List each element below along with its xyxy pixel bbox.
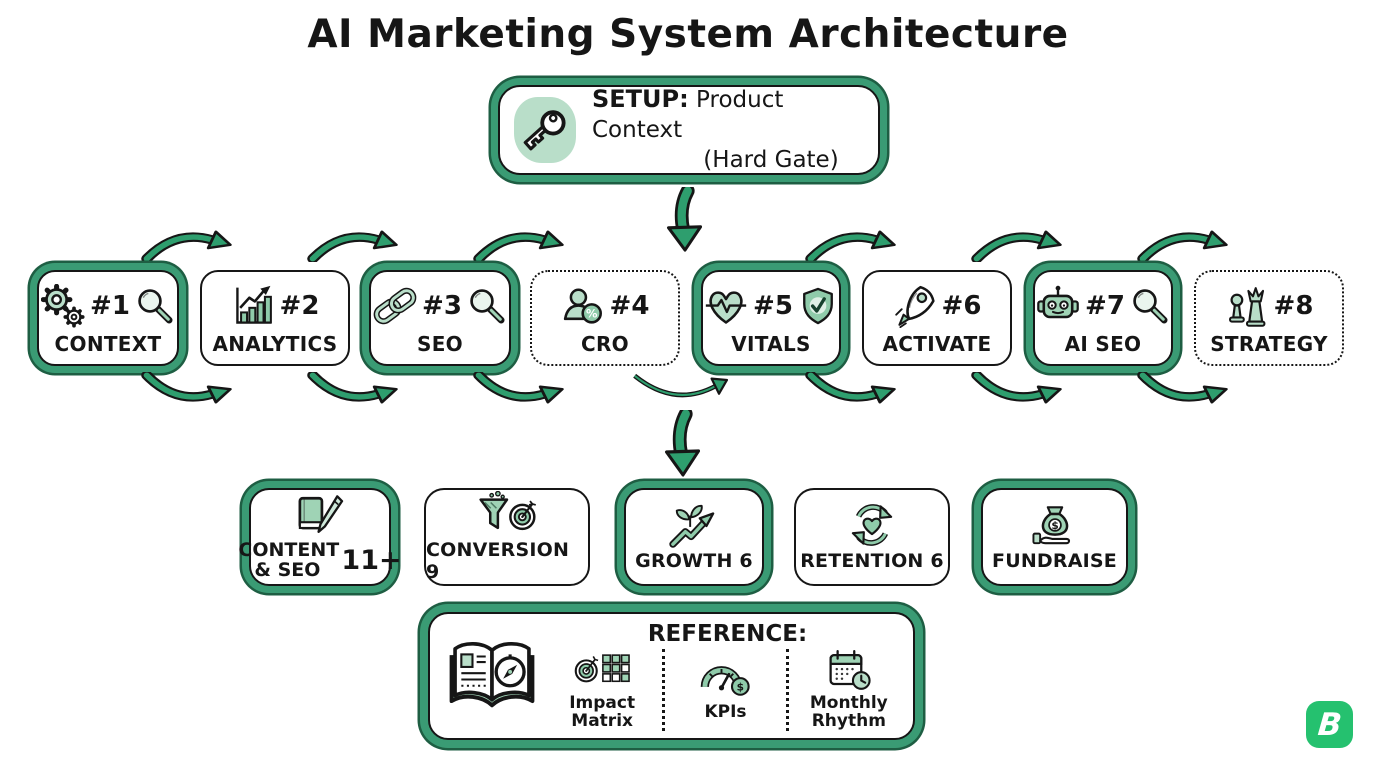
stage-label: CRO (581, 331, 629, 356)
arc-arrow-top-6 (1137, 226, 1233, 262)
page-title: AI Marketing System Architecture (307, 12, 1069, 57)
thin-arc-arrow-center (630, 372, 732, 406)
chain-link-icon (373, 284, 417, 328)
heart-pulse-icon (704, 284, 748, 328)
stage-box-vitals: #5 VITALS (701, 270, 841, 366)
stage-box-strategy: #8 STRATEGY (1194, 270, 1344, 366)
reference-item-kpis: KPIs (662, 649, 785, 731)
playbook-label: CONVERSION 9 (426, 539, 570, 583)
playbook-label: GROWTH 6 (635, 550, 753, 572)
playbook-label: FUNDRAISE (992, 550, 1117, 572)
playbook-label: RETENTION 6 (800, 550, 944, 572)
setup-line2: (Hard Gate) (703, 146, 839, 173)
arc-arrow-top-2 (307, 226, 403, 262)
stage-number: #8 (1273, 290, 1314, 321)
stage-box-analytics: #2 ANALYTICS (200, 270, 350, 366)
stage-label: ACTIVATE (882, 331, 992, 356)
monthly-rhythm-icon (822, 649, 876, 691)
gears-icon (41, 284, 85, 328)
impact-matrix-icon (571, 649, 633, 691)
stage-number: #5 (753, 290, 793, 321)
playbook-box-fundraise: FUNDRAISE (981, 488, 1128, 586)
magnifier-icon (1130, 286, 1170, 326)
arc-arrow-bottom-1 (141, 372, 237, 408)
stage-label: STRATEGY (1210, 331, 1328, 356)
setup-prefix: SETUP: (592, 85, 689, 114)
reference-box: REFERENCE: Impact Matrix KPIs Monthly Rh… (428, 612, 915, 740)
arc-arrow-bottom-4 (805, 372, 901, 408)
fundraise-icon (1030, 502, 1080, 548)
reference-item-label: Impact Matrix (569, 693, 636, 732)
stage-number: #7 (1085, 290, 1125, 321)
stage-number: #1 (90, 290, 130, 321)
reference-item-label: KPIs (704, 702, 747, 723)
arc-arrow-top-4 (805, 226, 901, 262)
kpi-gauge-icon (695, 658, 755, 700)
stage-label: VITALS (731, 331, 811, 356)
user-percent-icon (561, 284, 605, 328)
playbook-label: CONTENT & SEO (238, 539, 340, 581)
stage-number: #3 (422, 290, 462, 321)
stage-box-cro: #4 CRO (530, 270, 680, 366)
setup-text: SETUP: Product Context (Hard Gate) (592, 84, 878, 176)
reference-item-impact-matrix: Impact Matrix (542, 649, 662, 731)
playbook-box-conversion: CONVERSION 9 (424, 488, 590, 586)
retention-cycle-icon (847, 502, 897, 548)
brand-logo-letter: B (1316, 706, 1343, 743)
stage-box-context: #1 CONTEXT (37, 270, 179, 366)
stage-label: ANALYTICS (212, 331, 338, 356)
open-book-compass-icon (446, 636, 538, 716)
key-icon (514, 97, 576, 163)
arc-arrow-bottom-2 (307, 372, 403, 408)
playbook-count: 11+ (341, 544, 402, 576)
bar-chart-icon (231, 284, 275, 328)
stage-label: AI SEO (1064, 331, 1142, 356)
magnifier-icon (467, 286, 507, 326)
playbook-box-growth: GROWTH 6 (624, 488, 764, 586)
playbook-box-content-seo: CONTENT & SEO 11+ (238, 488, 402, 586)
arc-arrow-bottom-5 (971, 372, 1067, 408)
playbook-box-retention: RETENTION 6 (794, 488, 950, 586)
robot-icon (1036, 284, 1080, 328)
rocket-icon (893, 284, 937, 328)
shield-check-icon (798, 286, 838, 326)
arc-arrow-top-5 (971, 226, 1067, 262)
setup-line1: Product Context (592, 87, 784, 144)
stage-number: #6 (941, 290, 982, 321)
book-pen-icon (291, 493, 349, 539)
arc-arrow-bottom-3 (473, 372, 569, 408)
reference-title: REFERENCE: (647, 621, 808, 647)
funnel-target-icon (474, 491, 540, 537)
stage-label: SEO (417, 331, 463, 356)
stage-number: #4 (609, 290, 650, 321)
reference-item-label: Monthly Rhythm (809, 693, 888, 732)
arc-arrow-top-1 (141, 226, 237, 262)
magnifier-icon (135, 286, 175, 326)
growth-arrow-icon (666, 502, 722, 548)
stage-box-seo: #3 SEO (369, 270, 511, 366)
brand-logo: B (1306, 701, 1353, 748)
setup-box: SETUP: Product Context (Hard Gate) (498, 85, 880, 175)
stage-box-activate: #6 ACTIVATE (862, 270, 1012, 366)
stage-number: #2 (279, 290, 320, 321)
arc-arrow-bottom-6 (1137, 372, 1233, 408)
stage-box-ai-seo: #7 AI SEO (1033, 270, 1173, 366)
stage-label: CONTEXT (54, 331, 162, 356)
down-arrow-setup (663, 187, 707, 253)
down-arrow-playbooks (661, 410, 705, 478)
arc-arrow-top-3 (473, 226, 569, 262)
reference-item-monthly-rhythm: Monthly Rhythm (785, 649, 909, 732)
chess-icon (1225, 284, 1269, 328)
